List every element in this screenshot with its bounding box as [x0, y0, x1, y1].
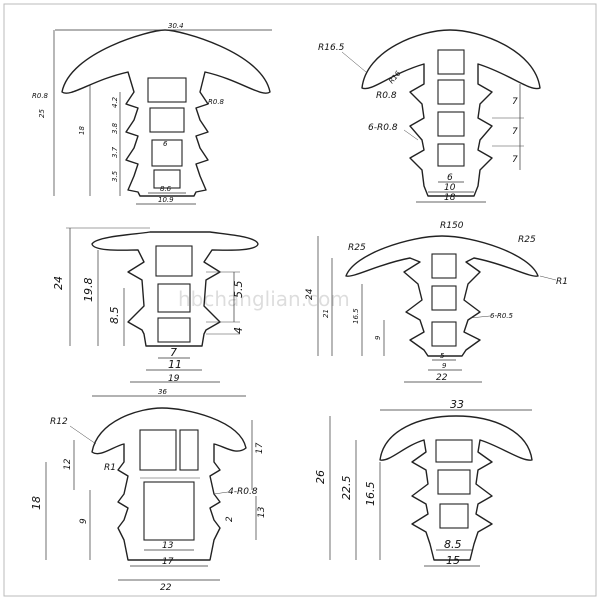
profile-1-hole-2 [149, 107, 185, 133]
profile-2-pitch-2: 7 [512, 127, 518, 137]
profile-4-base-width: 22 [436, 373, 448, 383]
profile-4-hole-3 [431, 321, 457, 347]
profile-1-hole-1 [147, 77, 187, 103]
profile-5-hole-3 [143, 481, 195, 541]
profile-2-r-corner: R0.8 [376, 91, 397, 101]
profile-1-height-total: 25 [38, 109, 46, 118]
profile-3: 24 19.8 8.5 5.5 4 7 11 19 [52, 227, 259, 384]
profile-6-height-mid: 22.5 [340, 476, 353, 501]
profile-1: 30.4 25 18 4.2 3.8 3.7 3.5 R0.8 R0.8 6 8… [32, 22, 272, 205]
profile-2: R16.5 R16 R0.8 6-R0.8 7 7 7 6 10 18 [318, 29, 541, 203]
profile-4-hole-width: 5 [440, 352, 445, 360]
profile-4-r-tip-leader [539, 275, 557, 281]
profile-1-gap-d: 3.5 [111, 170, 119, 182]
profile-2-pitch-1: 7 [512, 97, 518, 107]
profile-1-base-width: 10.9 [158, 196, 174, 204]
profile-4-height-stem: 21 [322, 309, 330, 318]
profile-5-right-height: 17 [255, 442, 265, 454]
profile-2-fins-leader [403, 129, 419, 141]
profile-3-height-stem: 19.8 [82, 278, 95, 303]
profile-3-inner-width: 11 [168, 358, 182, 371]
profile-5-r-top: R12 [50, 417, 68, 427]
profile-5-r-fins: 4-R0.8 [228, 487, 258, 497]
profile-1-hole-3 [151, 139, 183, 167]
profile-4-stem-b: 9 [374, 335, 382, 340]
profile-1-top-width: 30.4 [168, 22, 184, 30]
profile-3-fin-height: 5.5 [232, 281, 245, 299]
profile-4-hole-2 [431, 285, 457, 311]
profile-5-hole-2 [179, 429, 199, 471]
profile-3-hole-3 [157, 317, 191, 343]
profile-4-r-tip: R1 [556, 277, 568, 287]
profile-4-r-left: R25 [348, 243, 366, 253]
profile-1-gap-c: 3.7 [111, 146, 119, 158]
profile-3-foot-height: 4 [232, 327, 245, 334]
profile-6: 33 26 22.5 16.5 8.5 15 [314, 398, 533, 567]
profile-1-height-stem: 18 [78, 126, 86, 135]
profile-3-base-width: 19 [168, 374, 180, 384]
profile-4-stem-a: 16.5 [352, 308, 360, 324]
profile-6-hole-1 [435, 439, 473, 463]
profile-2-base-width: 18 [444, 193, 456, 203]
profile-4-height-total: 24 [305, 288, 315, 300]
profile-5-right-low: 13 [257, 506, 267, 518]
profile-2-hole-1 [437, 49, 465, 75]
profile-4-inner-width: 9 [442, 362, 447, 370]
profile-3-hole-1 [155, 245, 193, 277]
profile-5-r-top-leader [69, 425, 97, 445]
profile-2-hole-2 [437, 79, 465, 105]
profile-5-base-width: 22 [160, 583, 172, 593]
profile-5-fin-gap: 2 [225, 516, 235, 522]
profile-2-pitch-3: 7 [512, 155, 518, 165]
profile-6-top-width: 33 [450, 398, 464, 411]
profile-1-inner-width: 8.6 [160, 185, 172, 193]
profile-4-hole-1 [431, 253, 457, 279]
profile-3-hole-width: 7 [170, 346, 177, 359]
profile-5-height-total: 18 [30, 496, 43, 510]
profile-3-hole-2 [157, 283, 191, 313]
profile-4-r-big: R150 [440, 221, 464, 231]
profile-6-height-total: 26 [314, 470, 327, 484]
profile-3-height-total: 24 [52, 276, 65, 290]
profile-1-gap-a: 4.2 [111, 96, 119, 108]
profile-5-height-lower: 9 [79, 518, 89, 524]
profile-5-inner-width: 17 [162, 557, 174, 567]
profile-4-r-fins: 6-R0.5 [490, 312, 514, 320]
profile-6-hole-2 [437, 469, 471, 495]
profile-5-top-width: 36 [158, 388, 167, 396]
profile-6-hole-3 [439, 503, 469, 529]
profile-5-r-inner: R1 [104, 463, 116, 473]
profile-6-base-width: 15 [446, 554, 460, 567]
watermark-text: hbchanglian.com [178, 287, 350, 311]
profile-5-fins-leader [213, 491, 229, 495]
profile-2-r-fins: 6-R0.8 [368, 123, 398, 133]
profile-2-hole-4 [437, 143, 465, 167]
profile-4-fins-leader [469, 315, 491, 319]
profile-2-hole-width: 6 [447, 173, 453, 183]
profile-4: R150 R25 R25 R1 24 21 16.5 9 6-R0.5 5 9 … [305, 221, 568, 383]
profile-6-height-low: 16.5 [364, 482, 377, 507]
sheet-frame [3, 3, 597, 597]
profile-4-r-right: R25 [518, 235, 536, 245]
profile-5-height-upper: 12 [63, 458, 73, 470]
profile-1-r-right: R0.8 [208, 98, 225, 106]
profile-6-hole-width: 8.5 [444, 538, 462, 551]
profile-1-hole-4 [153, 169, 181, 189]
profile-1-hole-width: 6 [163, 140, 168, 148]
profile-2-inner-width: 10 [444, 183, 456, 193]
profile-1-gap-b: 3.8 [111, 122, 119, 134]
profile-2-r-top-leader [341, 51, 367, 73]
profile-5-hole-width: 13 [162, 541, 174, 551]
profile-2-hole-3 [437, 111, 465, 137]
profile-5-hole-1 [139, 429, 177, 471]
profile-2-r-top: R16.5 [318, 43, 345, 53]
profile-5: 36 R12 R1 18 12 9 17 4-R0.8 2 13 13 17 2… [30, 388, 267, 593]
profile-3-stem-low: 8.5 [108, 307, 121, 325]
profile-1-r-left: R0.8 [32, 92, 49, 100]
